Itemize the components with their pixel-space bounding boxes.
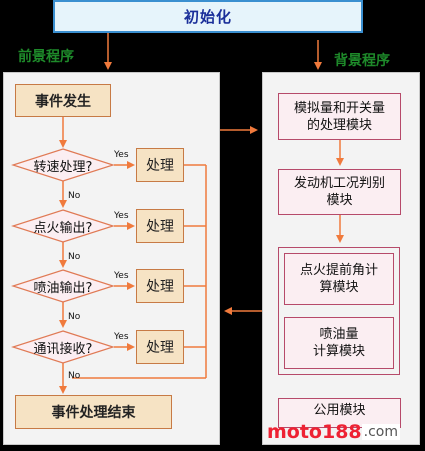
decision-diamond-3 — [11, 269, 115, 303]
yes-label-3: Yes — [114, 271, 129, 281]
module-ignition-advance-line2: 算模块 — [319, 280, 359, 295]
decision-diamond-1 — [11, 148, 115, 182]
decision-label-3: 喷油输出? — [33, 281, 93, 296]
yes-label-2: Yes — [114, 211, 129, 221]
module-engine-condition-line2: 模块 — [326, 193, 353, 208]
decision-label-4: 通讯接收? — [33, 342, 93, 357]
module-injection-amount-line2: 计算模块 — [312, 344, 365, 359]
module-injection-amount: 喷油量 计算模块 — [284, 317, 394, 369]
action-box-4: 处理 — [136, 330, 184, 364]
action-box-3: 处理 — [136, 269, 184, 303]
module-analog-switch: 模拟量和开关量 的处理模块 — [278, 93, 401, 140]
event-occur-box: 事件发生 — [15, 84, 111, 117]
yes-label-4: Yes — [114, 332, 129, 342]
decision-label-2: 点火输出? — [33, 221, 93, 236]
action-box-1: 处理 — [136, 148, 184, 182]
no-label-1: No — [68, 191, 81, 201]
module-engine-condition-line1: 发动机工况判别 — [293, 176, 385, 191]
watermark-suffix: .com — [361, 424, 401, 440]
watermark: moto188 .com — [267, 418, 419, 446]
yes-label-1: Yes — [114, 150, 129, 160]
module-analog-switch-line1: 模拟量和开关量 — [293, 100, 385, 116]
action-box-2: 处理 — [136, 209, 184, 243]
module-engine-condition: 发动机工况判别 模块 — [278, 169, 401, 215]
no-label-3: No — [68, 312, 81, 322]
background-label: 背景程序 — [334, 53, 390, 69]
no-label-4: No — [68, 371, 81, 381]
no-label-2: No — [68, 252, 81, 262]
event-end-box: 事件处理结束 — [15, 395, 172, 429]
module-injection-amount-line1: 喷油量 — [319, 327, 359, 342]
watermark-text: moto188 — [267, 421, 362, 443]
init-box: 初始化 — [53, 0, 363, 33]
module-analog-switch-line2: 的处理模块 — [306, 117, 372, 133]
module-ignition-advance-line1: 点火提前角计 — [299, 263, 378, 278]
module-common: 公用模块 — [278, 398, 401, 428]
foreground-label: 前景程序 — [18, 49, 74, 65]
decision-diamond-4 — [11, 330, 115, 364]
decision-diamond-2 — [11, 209, 115, 243]
foreground-panel — [3, 72, 220, 445]
module-ignition-advance: 点火提前角计 算模块 — [284, 253, 394, 305]
calc-modules-group — [278, 247, 400, 375]
decision-label-1: 转速处理? — [33, 160, 93, 175]
